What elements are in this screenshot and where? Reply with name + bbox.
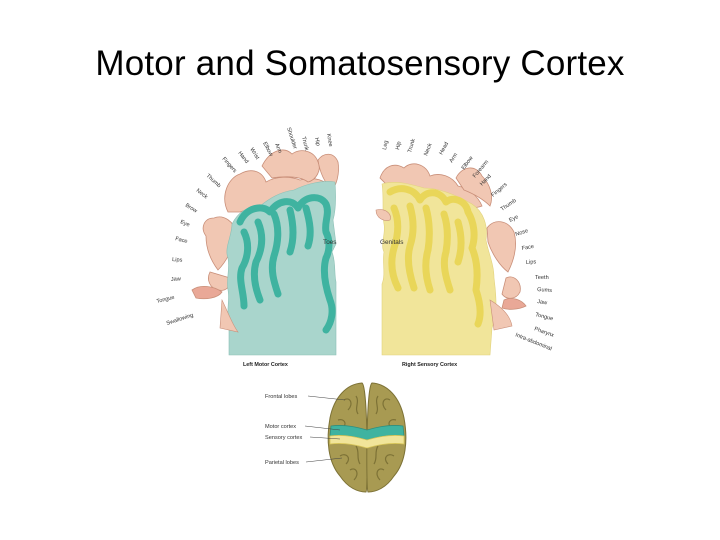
- motor-label-shoulder: Shoulder: [285, 127, 298, 150]
- sensory-homunculus-tongue: [501, 298, 527, 310]
- frontal-lobes-leader: [307, 395, 346, 401]
- motor-label-face: Face: [175, 236, 189, 245]
- motor-label-hip: Hip: [313, 137, 321, 146]
- sensory-label-fingers: Fingers: [490, 182, 508, 199]
- sensory-label-lips: Lips: [526, 259, 537, 266]
- sensory-label-leg: Leg: [382, 140, 390, 150]
- sensory-label-arm: Arm: [449, 152, 460, 164]
- brain-sulci: [337, 395, 397, 481]
- sensory-cortex-caption: Right Sensory Cortex: [402, 362, 457, 368]
- motor-cortex-caption: Left Motor Cortex: [243, 362, 288, 368]
- motor-label-knee: Knee: [325, 133, 333, 147]
- top-view-labels: Frontal lobes Motor cortex Sensory corte…: [265, 394, 346, 466]
- motor-label-jaw: Jaw: [171, 276, 182, 283]
- sensory-label-jaw: Jaw: [537, 299, 549, 306]
- sensory-label-thumb: Thumb: [500, 198, 518, 213]
- sensory-label-tongue: Tongue: [535, 312, 554, 322]
- parietal-lobes-leader: [305, 457, 343, 463]
- genitals-label: Genitals: [380, 239, 403, 246]
- motor-label-neck: Neck: [195, 188, 209, 201]
- motor-label-brow: Brow: [184, 203, 199, 215]
- motor-label-fingers: Fingers: [221, 156, 238, 174]
- sensory-cortex-leader: [309, 436, 341, 440]
- sensory-label-neck: Neck: [423, 142, 433, 156]
- motor-label-swallowing: Swallowing: [166, 313, 194, 327]
- motor-label-arm: Arm: [273, 143, 283, 155]
- label-frontal-lobes: Frontal lobes: [265, 394, 298, 400]
- motor-label-lips: Lips: [172, 257, 183, 264]
- sensory-label-head: Head: [438, 141, 450, 156]
- sensory-label-face: Face: [521, 244, 534, 252]
- sensory-label-pharynx: Pharynx: [533, 326, 555, 339]
- sensory-homunculus-foot: [375, 209, 391, 221]
- top-view-sensory-strip: [329, 435, 405, 449]
- slide-title: Motor and Somatosensory Cortex: [95, 44, 625, 83]
- motor-label-eye: Eye: [179, 219, 190, 228]
- motor-homunculus-tongue: [191, 286, 223, 300]
- motor-cortex-leader: [304, 425, 341, 431]
- sensory-homunculus-throat: [489, 299, 513, 331]
- label-parietal-lobes: Parietal lobes: [265, 460, 299, 466]
- motor-label-trunk: Trunk: [300, 136, 309, 151]
- sensory-label-gums: Gums: [537, 287, 553, 294]
- sensory-homunculus-jaw: [501, 276, 521, 299]
- label-sensory-cortex: Sensory cortex: [265, 435, 303, 441]
- sensory-label-trunk: Trunk: [407, 138, 417, 153]
- motor-cortex-gyri: [236, 194, 336, 334]
- sensory-label-eye: Eye: [508, 214, 519, 224]
- motor-homunculus-throat: [219, 298, 239, 333]
- sensory-cortex-section: Genitals Right Sensory Cortex: [375, 163, 527, 368]
- sensory-label-teeth: Teeth: [535, 275, 549, 281]
- sensory-homunculus-hand: [455, 167, 492, 207]
- motor-homunculus-leg: [317, 153, 339, 191]
- motor-cortex-section: Toes Left Motor Cortex: [191, 149, 339, 368]
- sensory-label-nose: Nose: [515, 228, 529, 238]
- toes-label: Toes: [323, 239, 337, 246]
- label-motor-cortex: Motor cortex: [265, 424, 296, 430]
- sensory-cortex-gyri: [386, 185, 484, 328]
- top-view-brain: [327, 382, 407, 493]
- motor-label-wrist: Wrist: [248, 147, 260, 161]
- motor-label-thumb: Thumb: [205, 173, 222, 189]
- sensory-homunculus-face: [486, 221, 516, 273]
- sensory-label-hip: Hip: [395, 141, 403, 150]
- motor-label-tongue: Tongue: [156, 295, 175, 305]
- motor-label-hand: Hand: [236, 151, 249, 165]
